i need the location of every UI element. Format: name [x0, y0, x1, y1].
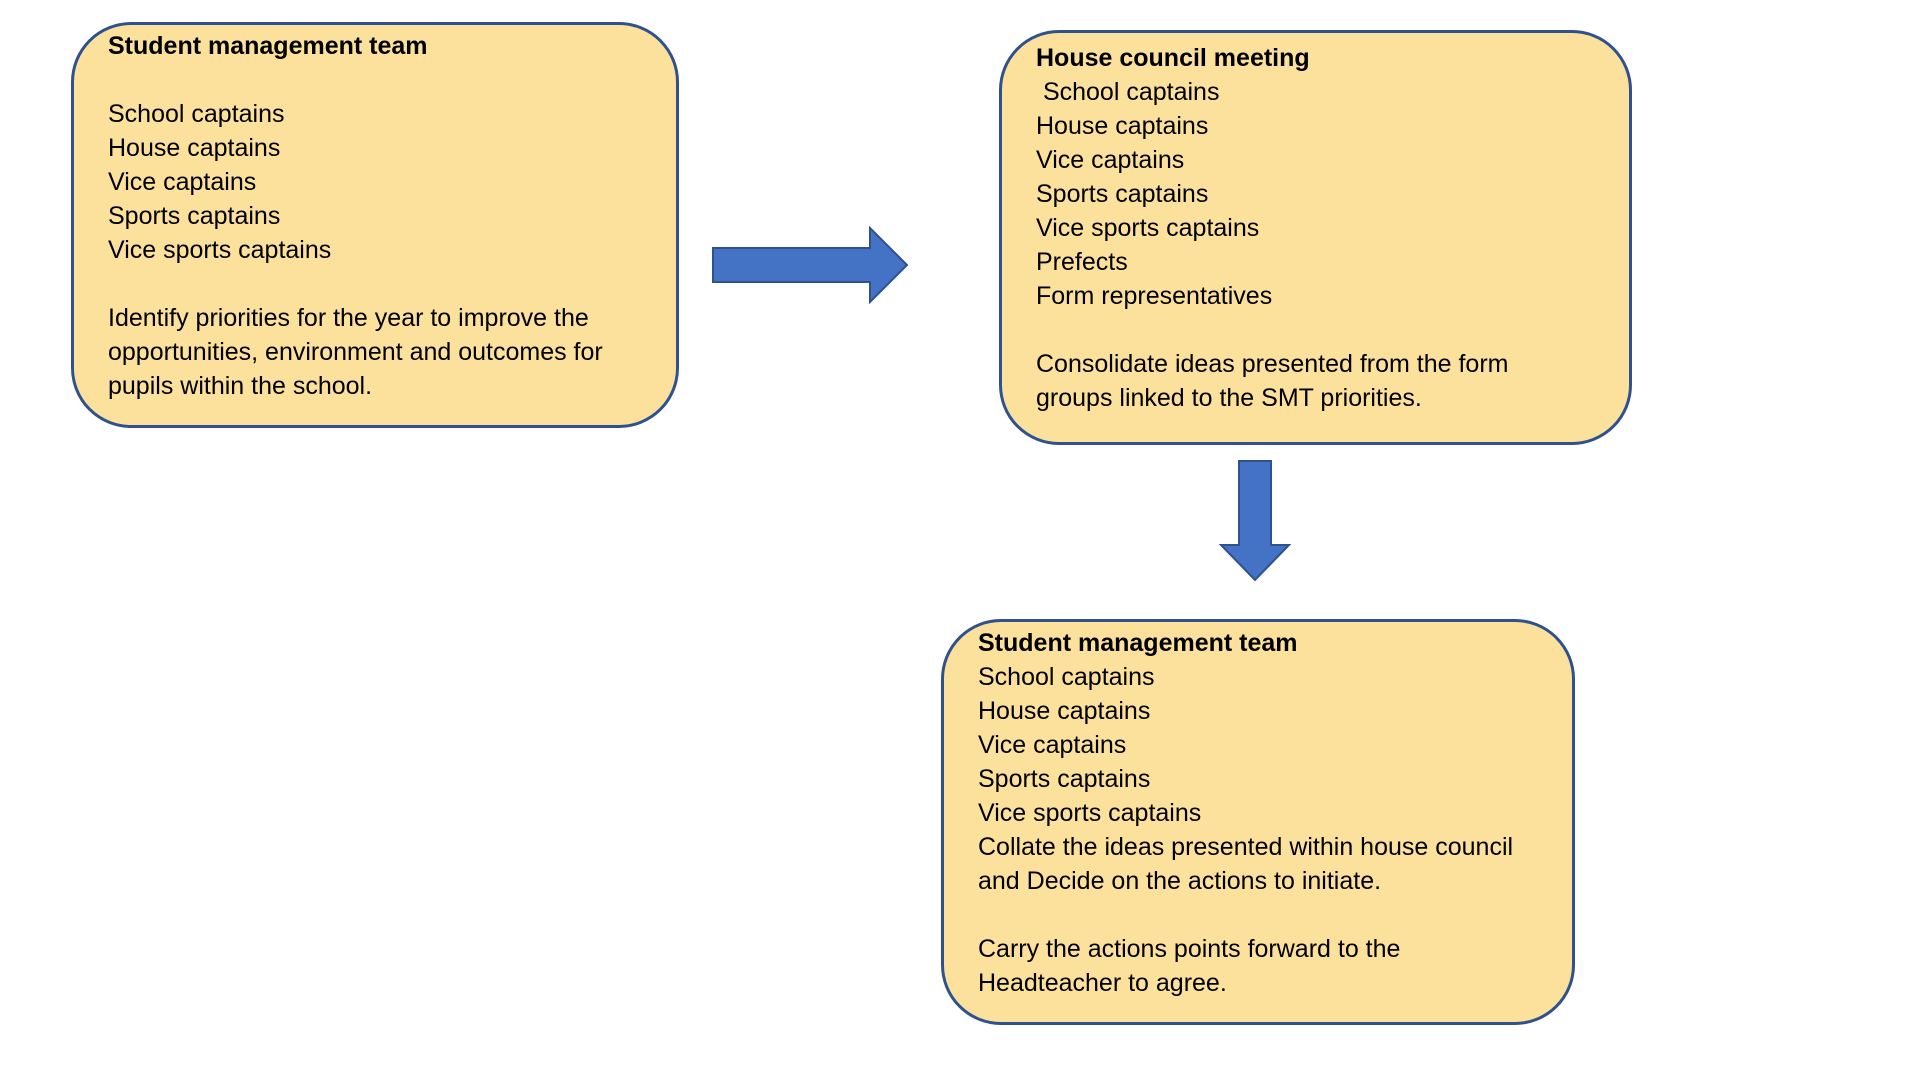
member-form-representatives: Form representatives: [1036, 282, 1273, 310]
student-management-team-box-bottom: Student management team School captains …: [941, 619, 1575, 1025]
member-vice-captains: Vice captains: [978, 731, 1127, 759]
box-title: Student management team: [108, 32, 428, 60]
member-sports-captains: Sports captains: [1036, 180, 1209, 208]
member-vice-sports-captains: Vice sports captains: [978, 799, 1202, 827]
box-description: Identify priorities for the year to impr…: [108, 304, 603, 400]
box-title: Student management team: [978, 629, 1298, 657]
member-house-captains: House captains: [108, 134, 281, 162]
box-description-2: Carry the actions points forward to the …: [978, 935, 1401, 997]
arrow-down-icon: [1218, 460, 1292, 582]
member-vice-captains: Vice captains: [108, 168, 257, 196]
member-school-captains: School captains: [108, 100, 285, 128]
box-description: Consolidate ideas presented from the for…: [1036, 350, 1509, 412]
member-sports-captains: Sports captains: [108, 202, 281, 230]
member-house-captains: House captains: [978, 697, 1151, 725]
arrow-right-icon: [712, 225, 909, 305]
box-title: House council meeting: [1036, 44, 1310, 72]
member-prefects: Prefects: [1036, 248, 1128, 276]
member-vice-sports-captains: Vice sports captains: [108, 236, 332, 264]
member-vice-captains: Vice captains: [1036, 146, 1185, 174]
house-council-meeting-box: House council meeting School captains Ho…: [999, 30, 1632, 445]
member-sports-captains: Sports captains: [978, 765, 1151, 793]
member-vice-sports-captains: Vice sports captains: [1036, 214, 1260, 242]
box-description: Collate the ideas presented within house…: [978, 833, 1514, 895]
member-school-captains: School captains: [978, 663, 1155, 691]
member-house-captains: House captains: [1036, 112, 1209, 140]
student-management-team-box-top: Student management team School captains …: [71, 22, 679, 428]
member-school-captains: School captains: [1036, 78, 1220, 106]
